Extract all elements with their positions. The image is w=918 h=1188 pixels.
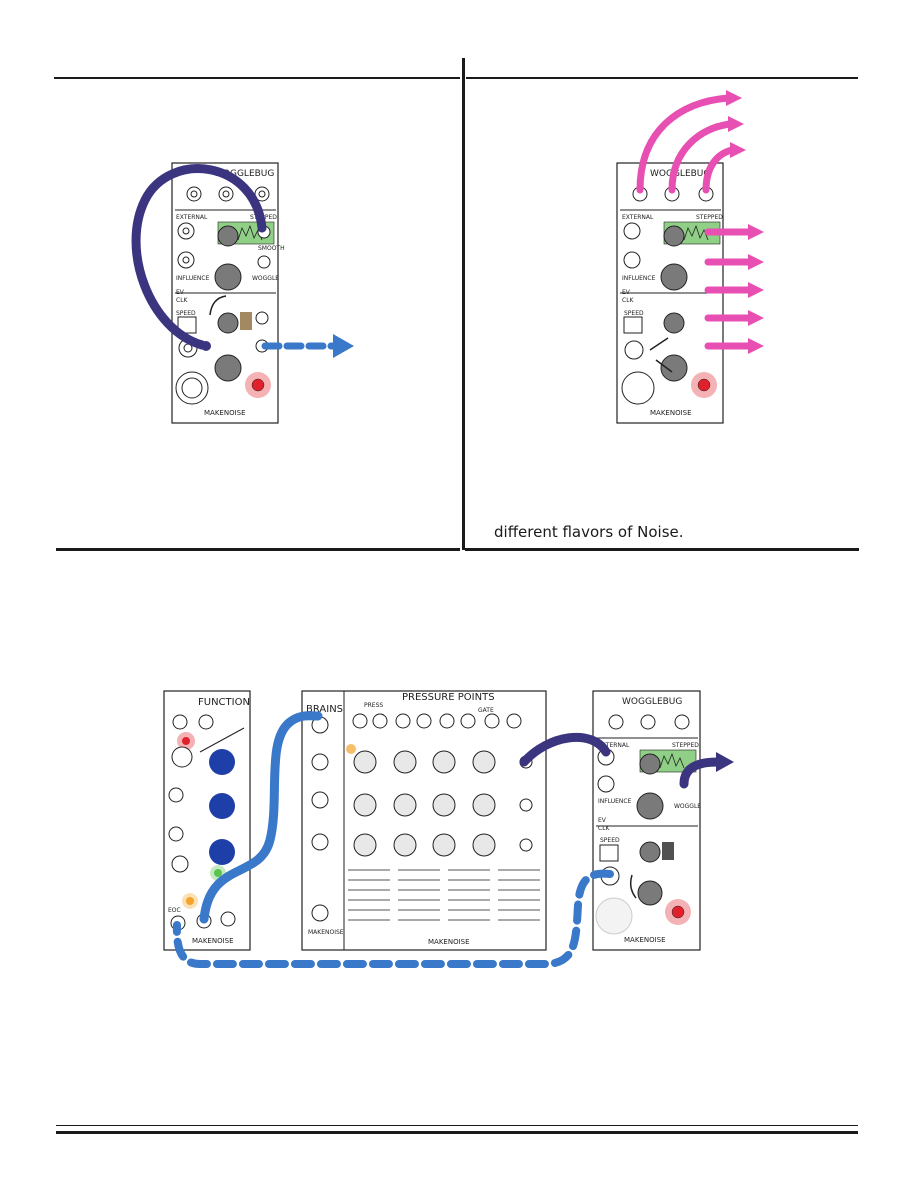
stepped-label: STEPPED bbox=[696, 214, 723, 221]
press-label: PRESS bbox=[364, 702, 383, 709]
brand-label: MAKENOISE bbox=[624, 936, 666, 944]
ev-label: EV bbox=[598, 817, 607, 824]
gate-label: GATE bbox=[478, 707, 494, 714]
function-brand: MAKENOISE bbox=[192, 937, 234, 945]
speed-label: SPEED bbox=[600, 837, 620, 844]
clk-label: CLK bbox=[598, 825, 611, 832]
pp-brand-left: MAKENOISE bbox=[308, 929, 344, 936]
woggle-label: WOGGLE bbox=[674, 803, 701, 810]
pink-arrowheads-upper bbox=[726, 90, 746, 158]
mid-right-rule bbox=[465, 548, 859, 551]
clk-label: CLK bbox=[176, 297, 189, 304]
stepped-label: STEPPED bbox=[672, 742, 699, 749]
purple-patch-cable bbox=[131, 164, 267, 350]
pink-side-outputs bbox=[704, 228, 754, 350]
blue-knob-3 bbox=[209, 839, 235, 865]
top-left-rule bbox=[54, 77, 460, 79]
purple-patch-cable-bottom bbox=[519, 732, 611, 767]
red-led bbox=[251, 378, 265, 392]
brand-label: MAKENOISE bbox=[650, 409, 692, 417]
pressure-points-module: BRAINS PRESSURE POINTS PRESS GATE bbox=[301, 690, 547, 951]
pink-arrowheads-side bbox=[748, 224, 764, 354]
influence-label: INFLUENCE bbox=[598, 798, 632, 805]
pressure-points-title: PRESSURE POINTS bbox=[402, 692, 495, 703]
wogglebug-module-right: WOGGLEBUG EXTERNAL STEPPED INFLUENCE EV … bbox=[616, 162, 724, 424]
cable-plug bbox=[201, 341, 211, 351]
module-title: WOGGLEBUG bbox=[622, 697, 682, 707]
brand-label: MAKENOISE bbox=[204, 409, 246, 417]
function-title: FUNCTION bbox=[198, 697, 250, 708]
influence-label: INFLUENCE bbox=[176, 275, 210, 282]
blue-dashed-cable bbox=[172, 869, 614, 968]
speed-label: SPEED bbox=[176, 310, 196, 317]
mid-left-rule bbox=[56, 548, 460, 551]
eoc-label: EOC bbox=[168, 907, 181, 914]
ev-label: EV bbox=[622, 289, 631, 296]
smooth-label: SMOOTH bbox=[258, 245, 285, 252]
purple-output-cable bbox=[679, 757, 723, 789]
clk-label: CLK bbox=[622, 297, 635, 304]
influence-label: INFLUENCE bbox=[622, 275, 656, 282]
blue-knob-2 bbox=[209, 793, 235, 819]
knob bbox=[217, 225, 239, 247]
footer-rule-thin bbox=[56, 1125, 858, 1126]
brains-label: BRAINS bbox=[306, 704, 343, 715]
blue-knob-1 bbox=[209, 749, 235, 775]
module-title: WOGGLEBUG bbox=[650, 169, 710, 179]
large-knob bbox=[214, 263, 242, 291]
footer-rule-thick bbox=[56, 1131, 858, 1134]
pp-brand: MAKENOISE bbox=[428, 938, 470, 946]
wogglebug-module-bottom: WOGGLEBUG EXTERNAL STEPPED INFLUENCE WOG… bbox=[592, 690, 701, 951]
blue-patch-cable bbox=[199, 711, 323, 924]
external-label: EXTERNAL bbox=[176, 214, 208, 221]
pink-upper-outputs bbox=[636, 94, 736, 194]
external-label: EXTERNAL bbox=[598, 742, 630, 749]
noise-flavors-caption: different flavors of Noise. bbox=[494, 523, 684, 541]
module-title: WOGGLEBUG bbox=[214, 169, 274, 179]
top-right-rule bbox=[466, 77, 858, 79]
purple-arrowhead bbox=[716, 752, 734, 772]
center-divider bbox=[462, 58, 465, 550]
speed-label: SPEED bbox=[624, 310, 644, 317]
external-label: EXTERNAL bbox=[622, 214, 654, 221]
woggle-label: WOGGLE bbox=[252, 275, 279, 282]
arrow-head bbox=[333, 334, 354, 358]
